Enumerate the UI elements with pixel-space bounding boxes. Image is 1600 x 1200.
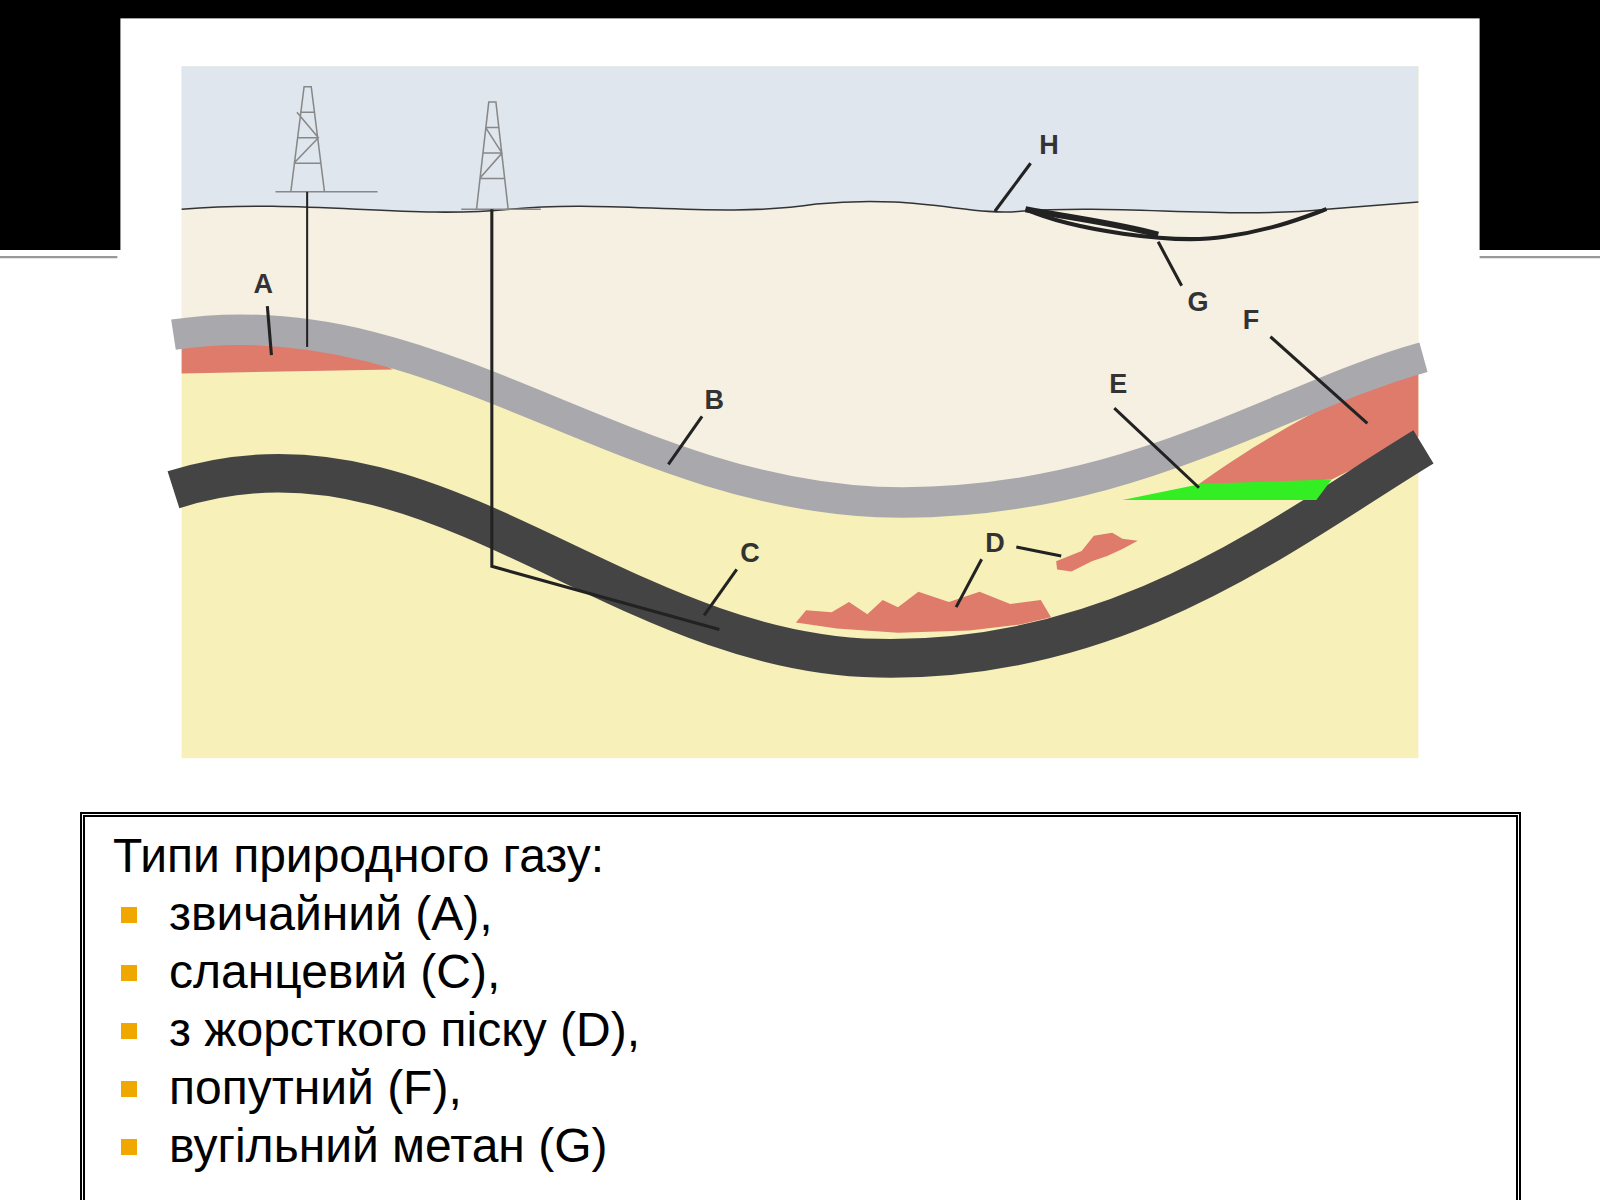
- callout-letter: A: [254, 270, 274, 297]
- callout-letter: D: [985, 529, 1005, 556]
- list-item: попутний (F),: [113, 1059, 1488, 1117]
- callout-letter: C: [740, 540, 760, 567]
- callout-letter: E: [1109, 370, 1127, 397]
- callout-letter: H: [1039, 131, 1059, 158]
- list-heading: Типи природного газу:: [113, 827, 1488, 885]
- list-item: звичайний (A),: [113, 885, 1488, 943]
- callout-letter: F: [1243, 307, 1260, 334]
- list-item: вугільний метан (G): [113, 1117, 1488, 1175]
- list-item: сланцевий (C),: [113, 943, 1488, 1001]
- list-item: з жорсткого піску (D),: [113, 1001, 1488, 1059]
- callout-letter: B: [705, 387, 725, 414]
- callout-letter: G: [1187, 289, 1208, 316]
- text-panel: Типи природного газу:звичайний (A),сланц…: [80, 812, 1521, 1200]
